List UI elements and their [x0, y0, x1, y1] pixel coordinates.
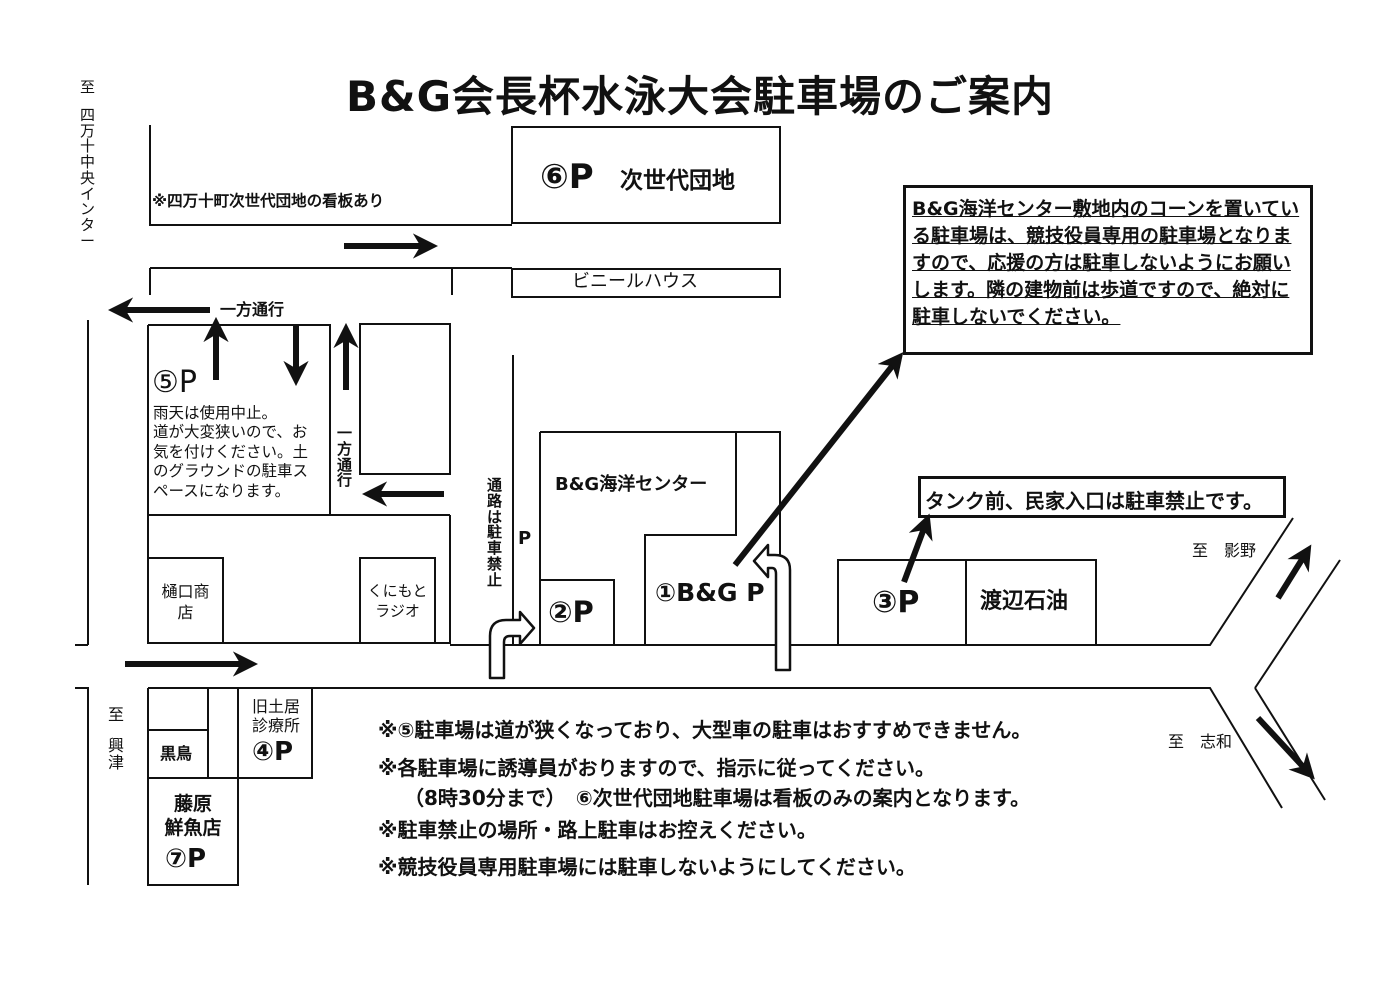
warning-box: B&G海洋センター敷地内のコーンを置いている駐車場は、競技役員専用の駐車場となり… — [903, 185, 1313, 355]
lane-no-parking: 通 路 は 駐 車 禁 止 — [487, 476, 503, 589]
arrow-lane-turn — [488, 610, 536, 680]
arrow-to-warning — [732, 352, 904, 567]
note-2: ※各駐車場に誘導員がおりますので、指示に従ってください。 — [378, 756, 936, 780]
block-5p — [148, 324, 450, 516]
building-right-block — [359, 323, 451, 475]
direction-south-west: 至 興 津 — [108, 705, 125, 772]
fujiwara-label: 藤原 鮮魚店 — [164, 793, 222, 839]
direction-east-lower: 至 志和 — [1168, 732, 1233, 751]
direction-north-west: 至 四 万 十 中 央 イ ン タ ー — [80, 78, 96, 250]
p2-mark: ②P — [548, 595, 594, 629]
note-4: ※駐車禁止の場所・路上駐車はお控えください。 — [378, 818, 817, 842]
arrow-3p-up — [901, 513, 933, 584]
tank-note: タンク前、民家入口は駐車禁止です。 — [918, 476, 1286, 518]
one-way-label: 一方通行 — [220, 300, 285, 319]
p6-sign-note: ※四万十町次世代団地の看板あり — [152, 192, 385, 210]
arrow-center-turn — [752, 543, 792, 672]
note-3: （8時30分まで） ⑥次世代団地駐車場は看板のみの案内となります。 — [404, 786, 1031, 810]
p4-mark: ④P — [252, 737, 294, 767]
building-p6 — [511, 126, 781, 224]
note-1: ※⑤駐車場は道が狭くなっており、大型車の駐車はおすすめできません。 — [378, 718, 1032, 742]
higuchi-label: 樋口商 店 — [161, 582, 210, 622]
p5-mark: ⑤P — [152, 365, 197, 400]
building-higuchi — [147, 557, 224, 644]
kunimoto-label: くにもと ラジオ — [367, 582, 428, 620]
p3-mark: ③P — [872, 585, 920, 620]
building-kunimoto — [359, 557, 436, 644]
one-way-side-label: 一 方 通 行 — [337, 424, 353, 490]
building-vinyl-house — [511, 268, 781, 298]
p6-name: 次世代団地 — [620, 168, 735, 194]
p7-mark: ⑦P — [165, 844, 207, 874]
kurotori-label: 黒鳥 — [160, 744, 193, 763]
road-main-upper — [450, 517, 1294, 646]
building-p3 — [837, 559, 967, 646]
arrow-shiwa — [1255, 715, 1315, 780]
road-top-upper — [149, 125, 512, 226]
direction-east-upper: 至 影野 — [1192, 541, 1257, 560]
road-main-lower — [240, 687, 1283, 809]
arrow-kageno — [1275, 544, 1312, 600]
watanabe-label: 渡辺石油 — [980, 589, 1069, 614]
p1-mark: ①B&G P — [655, 578, 765, 607]
building-watanabe — [965, 559, 1097, 646]
page-title: B&G会長杯水泳大会駐車場のご案内 — [345, 72, 1055, 121]
clinic-label: 旧土居 診療所 — [251, 697, 300, 736]
p6-mark: ⑥P — [540, 157, 594, 197]
bg-center-label: B&G海洋センター — [555, 474, 708, 495]
vinyl-house-label: ビニールハウス — [572, 271, 698, 292]
p5-note: 雨天は使用中止。 道が大変狭いので、お 気を付けください。土 のグラウンドの駐車… — [153, 404, 309, 500]
lane-p-mark: P — [518, 528, 532, 549]
note-5: ※競技役員専用駐車場には駐車しないようにしてください。 — [378, 855, 916, 879]
